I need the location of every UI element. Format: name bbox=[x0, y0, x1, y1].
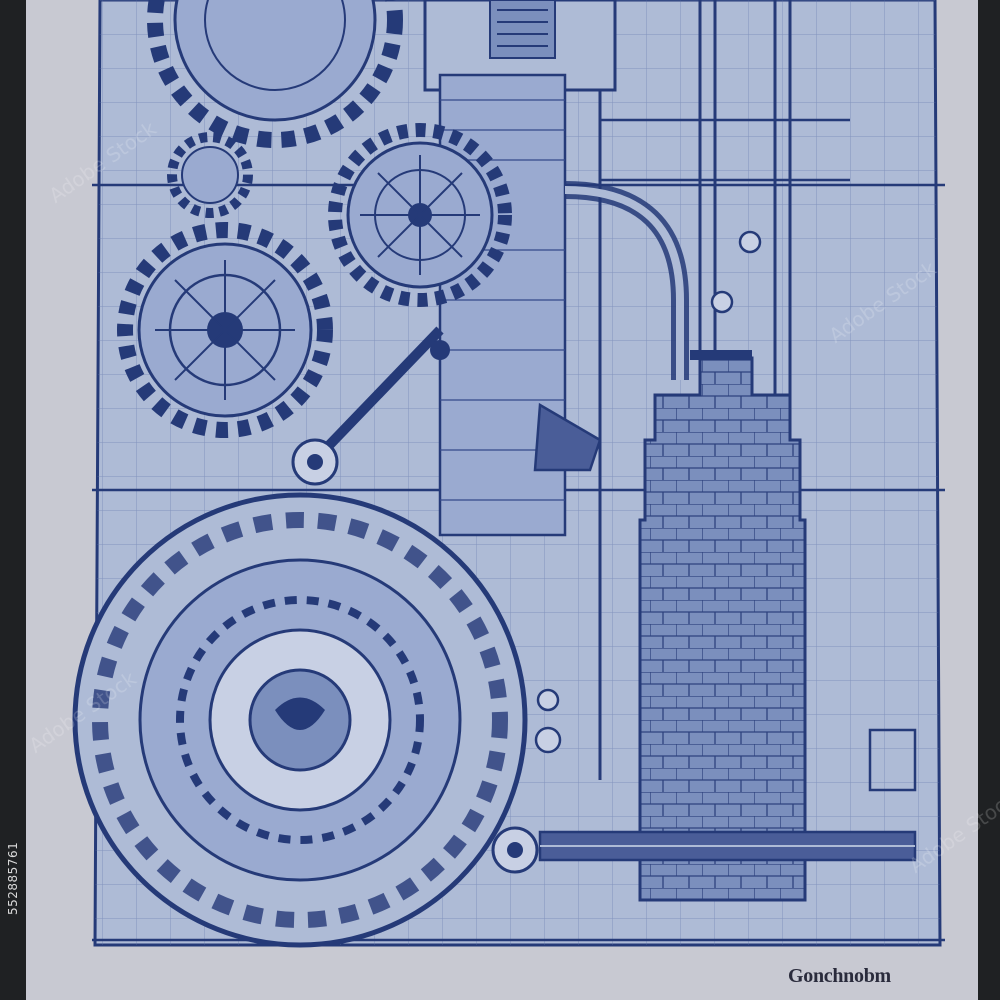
vertical-pipes bbox=[598, 0, 792, 780]
flywheel-icon bbox=[72, 492, 528, 948]
gear-icon bbox=[117, 222, 333, 438]
gear-icon bbox=[328, 123, 512, 307]
gear-icon bbox=[167, 132, 253, 218]
drive-shaft bbox=[491, 826, 917, 874]
gear-icon bbox=[147, 0, 403, 148]
stock-id-label: 552885761 bbox=[6, 841, 20, 915]
side-details bbox=[533, 230, 917, 792]
tower-icon bbox=[638, 350, 807, 902]
caption-text: Gonchnobm bbox=[788, 965, 891, 987]
linkage-arm bbox=[291, 326, 450, 486]
